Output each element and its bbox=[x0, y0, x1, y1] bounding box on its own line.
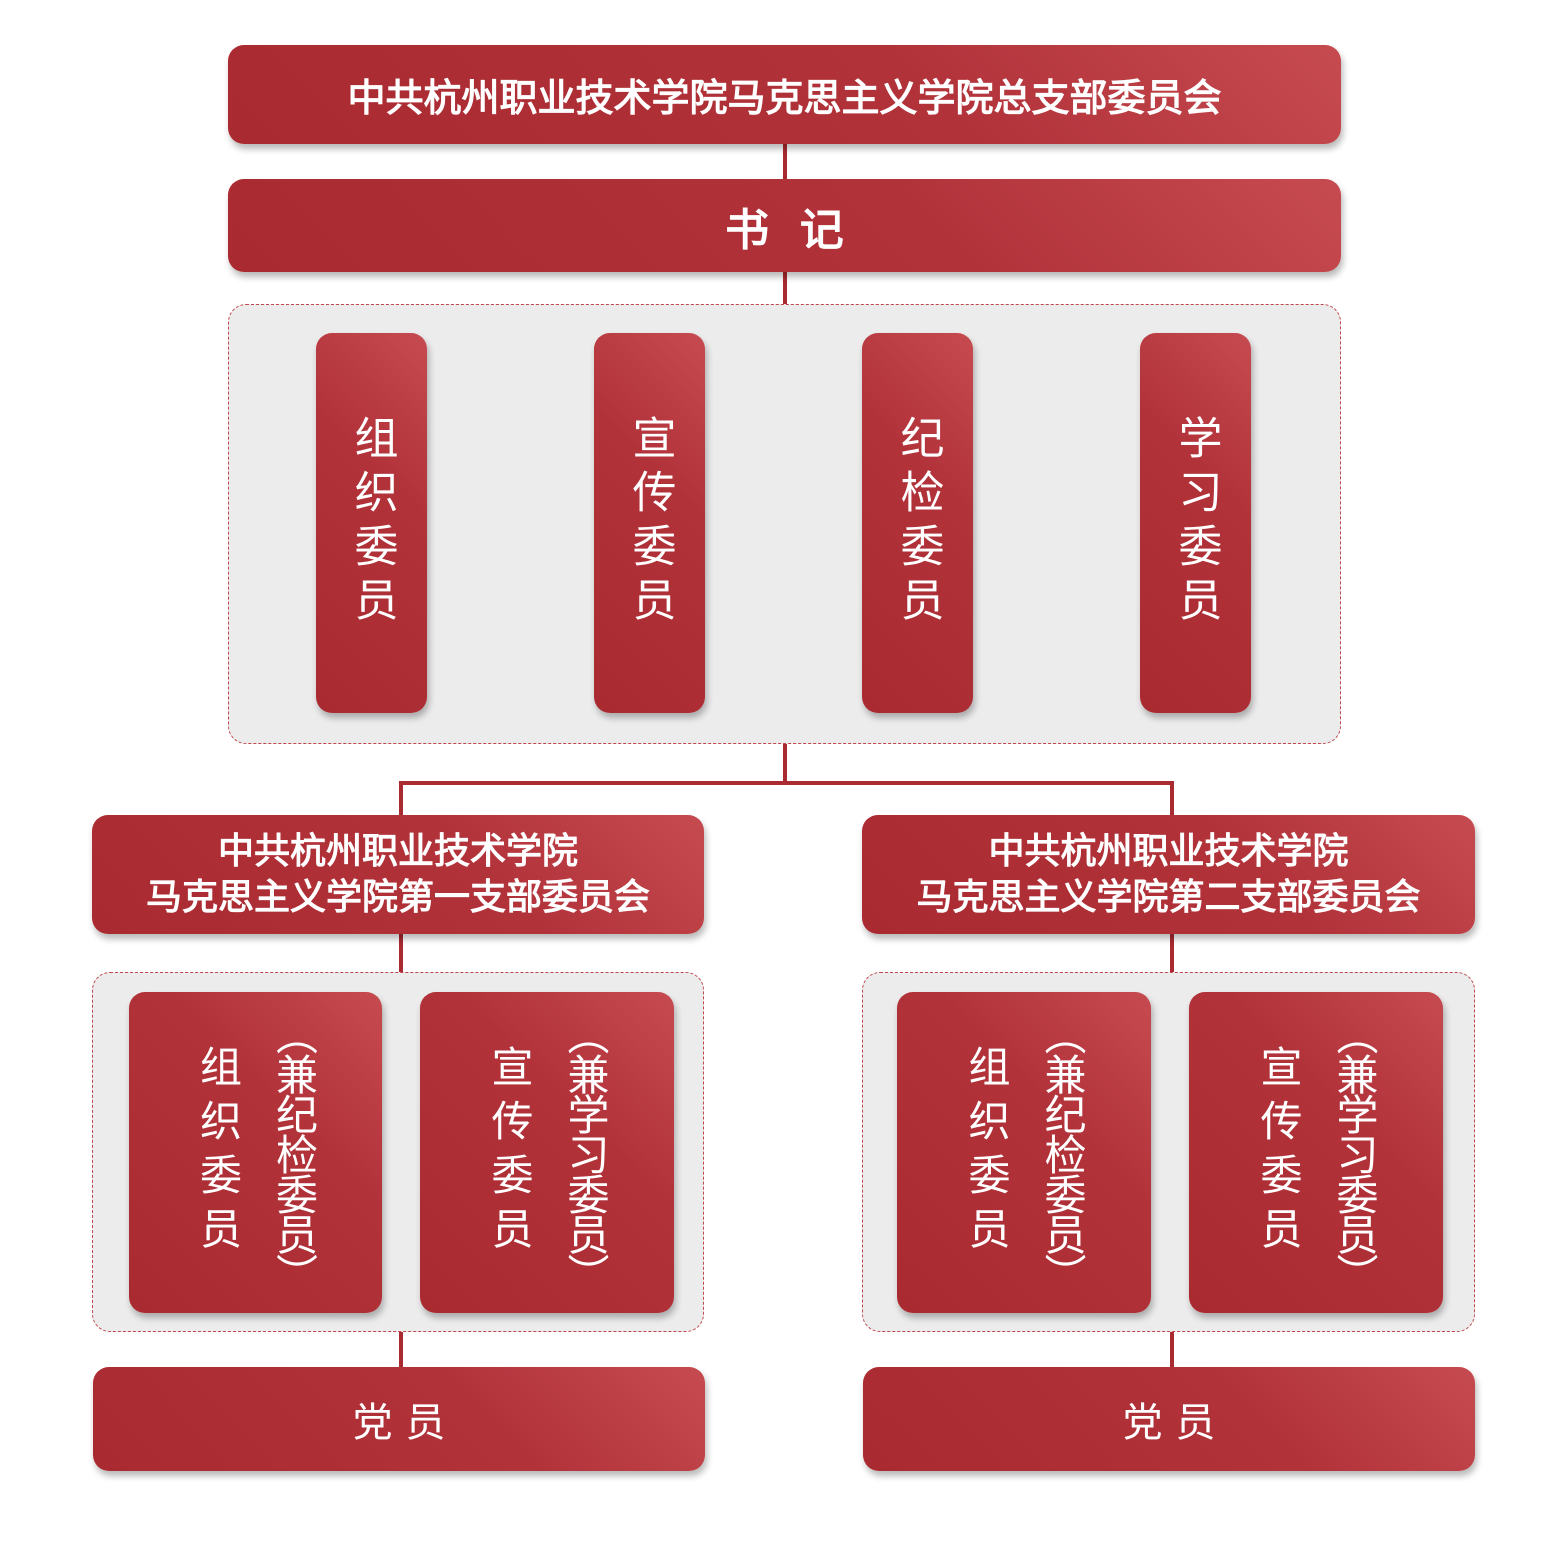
committee-member-label: 学习委员 bbox=[1170, 415, 1222, 631]
secretary-label: 书 记 bbox=[725, 204, 844, 256]
branch1-committee-box: 中共杭州职业技术学院 马克思主义学院第一支部委员会 bbox=[92, 815, 704, 934]
connector-horizontal bbox=[399, 781, 1174, 785]
branch1-title-line1: 中共杭州职业技术学院 bbox=[217, 830, 578, 872]
branch2-title-line1: 中共杭州职业技术学院 bbox=[988, 830, 1349, 872]
branch2-member-extra: （兼学习委员） bbox=[1330, 1012, 1379, 1293]
connector-committee-down bbox=[783, 743, 787, 785]
connector-branch2-down bbox=[1170, 781, 1174, 818]
committee-member-organization: 组织委员 bbox=[316, 333, 427, 713]
branch2-party-members-label: 党 员 bbox=[1122, 1400, 1216, 1446]
committee-member-study: 学习委员 bbox=[1140, 333, 1251, 713]
committee-member-label: 纪检委员 bbox=[892, 415, 944, 631]
branch2-title-line2: 马克思主义学院第二支部委员会 bbox=[916, 876, 1421, 918]
connector-secretary-committee bbox=[783, 270, 787, 305]
branch1-member-organization: 组织委员 （兼纪检委员） bbox=[129, 992, 382, 1313]
branch2-member-extra: （兼纪检委员） bbox=[1038, 1012, 1087, 1293]
committee-member-discipline: 纪检委员 bbox=[862, 333, 973, 713]
branch2-member-propaganda: 宣传委员 （兼学习委员） bbox=[1189, 992, 1443, 1313]
branch2-member-role: 组织委员 bbox=[962, 1044, 1011, 1261]
branch1-title-line2: 马克思主义学院第一支部委员会 bbox=[145, 876, 650, 918]
branch2-party-members-box: 党 员 bbox=[863, 1367, 1475, 1471]
branch1-member-extra: （兼学习委员） bbox=[561, 1012, 610, 1293]
branch1-member-extra: （兼纪检委员） bbox=[269, 1012, 319, 1293]
branch1-member-role: 宣传委员 bbox=[485, 1044, 534, 1261]
branch2-committee-box: 中共杭州职业技术学院 马克思主义学院第二支部委员会 bbox=[862, 815, 1475, 934]
connector-branch2-group bbox=[1170, 932, 1174, 974]
connector-branch1-down bbox=[399, 781, 403, 818]
branch2-member-organization: 组织委员 （兼纪检委员） bbox=[897, 992, 1151, 1313]
branch1-member-propaganda: 宣传委员 （兼学习委员） bbox=[420, 992, 674, 1313]
branch1-party-members-label: 党 员 bbox=[352, 1400, 446, 1446]
connector-branch1-party bbox=[399, 1330, 403, 1370]
connector-branch1-group bbox=[399, 932, 403, 974]
branch1-member-role: 组织委员 bbox=[193, 1044, 243, 1261]
secretary-box: 书 记 bbox=[228, 179, 1341, 272]
branch2-member-role: 宣传委员 bbox=[1254, 1044, 1303, 1261]
committee-member-propaganda: 宣传委员 bbox=[594, 333, 705, 713]
committee-member-label: 组织委员 bbox=[346, 415, 398, 631]
root-committee-title: 中共杭州职业技术学院马克思主义学院总支部委员会 bbox=[347, 76, 1222, 120]
connector-branch2-party bbox=[1170, 1330, 1174, 1370]
root-committee-box: 中共杭州职业技术学院马克思主义学院总支部委员会 bbox=[228, 45, 1341, 144]
committee-member-label: 宣传委员 bbox=[624, 415, 676, 631]
connector-root-secretary bbox=[783, 143, 787, 180]
branch1-party-members-box: 党 员 bbox=[93, 1367, 705, 1471]
